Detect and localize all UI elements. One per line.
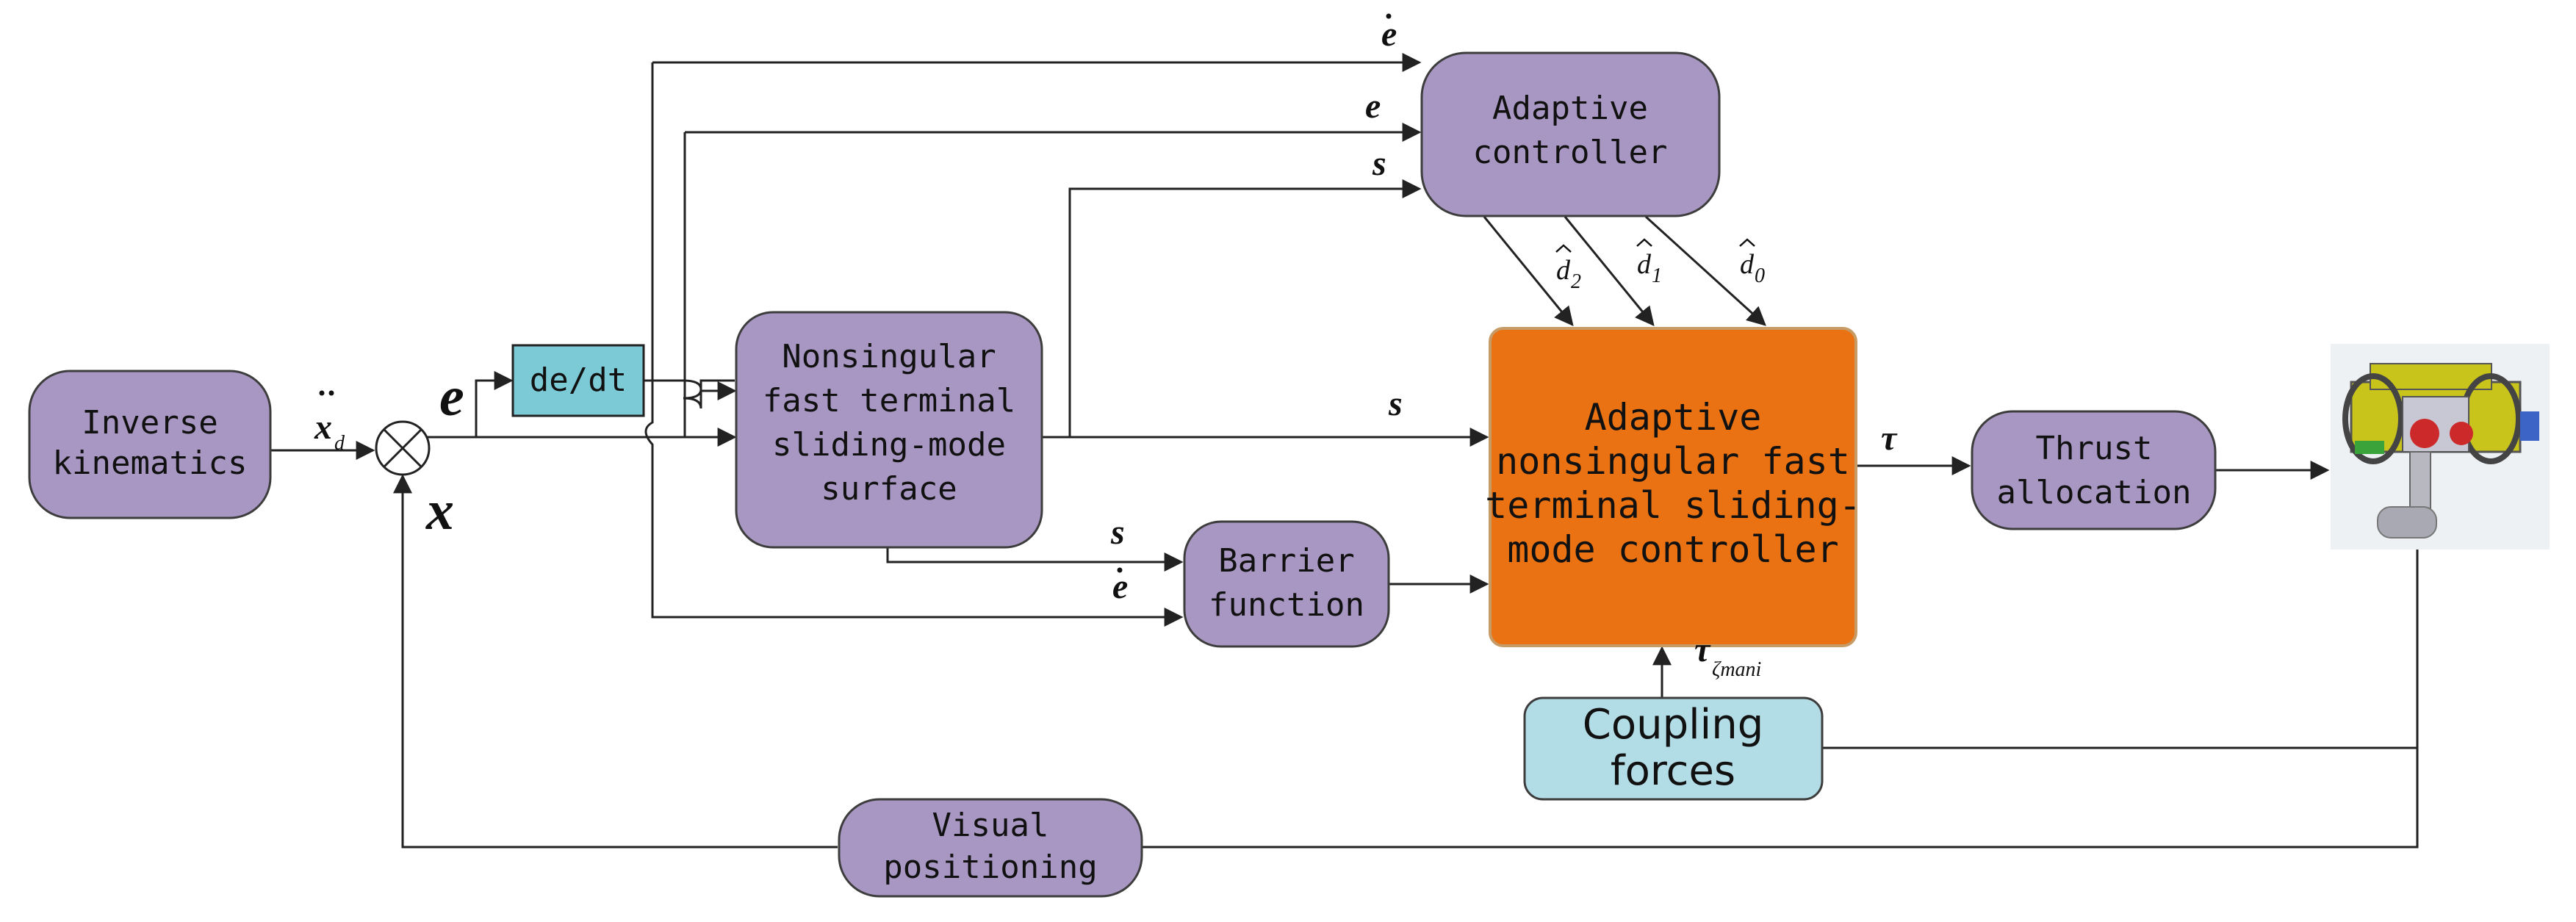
signal-d2-label: d	[1556, 255, 1571, 286]
barrier-function-line-1: Barrier	[1218, 542, 1354, 580]
wire-feedback-sum	[393, 474, 838, 849]
signal-d2-subscript: 2	[1571, 270, 1581, 293]
visual-positioning-line-1: Visual	[932, 807, 1049, 844]
visual-positioning-block: Visual positioning	[838, 798, 1143, 898]
signal-xd-label: x	[314, 408, 332, 447]
signal-tau: τ	[1881, 419, 1898, 458]
adaptive-controller-line-2: controller	[1473, 134, 1668, 171]
signal-d1-subscript: 1	[1652, 264, 1662, 287]
wire-derivative-out	[644, 379, 735, 409]
adaptive-controller-line-1: Adaptive	[1492, 90, 1648, 127]
nfts-surface-line-2: fast terminal	[763, 382, 1015, 419]
signal-tau-coupling: τ ζmani	[1694, 630, 1761, 681]
signal-xd: x d	[314, 390, 345, 455]
signal-d1: d 1	[1636, 238, 1662, 287]
signal-tau-coupling-subscript: ζmani	[1712, 658, 1761, 681]
coupling-forces-block: Coupling forces	[1523, 696, 1824, 801]
signal-s-top: s	[1372, 144, 1386, 183]
main-controller-line-3: terminal sliding-	[1485, 484, 1861, 527]
signal-d0: d 0	[1739, 238, 1765, 287]
derivative-label: de/dt	[530, 361, 627, 399]
signal-edot-barrier-label: e	[1112, 567, 1128, 606]
derivative-block: de/dt	[511, 344, 645, 417]
signal-edot-top: e	[1381, 13, 1397, 54]
main-controller-line-1: Adaptive	[1585, 396, 1762, 439]
inverse-kinematics-block: Inverse kinematics	[28, 370, 272, 519]
wires	[270, 53, 2419, 849]
signal-d0-label: d	[1740, 249, 1755, 280]
wire-d0	[1644, 215, 1766, 326]
coupling-forces-line-2: forces	[1611, 747, 1735, 795]
wire-feedback-visual	[1142, 748, 2419, 849]
wire-s-barrier	[886, 542, 1184, 572]
nfts-surface-line-3: sliding-mode	[772, 426, 1006, 464]
signal-xd-subscript: d	[334, 432, 345, 455]
signal-s-middle: s	[1388, 384, 1403, 423]
barrier-function-line-2: function	[1209, 586, 1364, 624]
barrier-function-block: Barrier function	[1183, 520, 1390, 648]
nfts-surface-block: Nonsingular fast terminal sliding-mode s…	[735, 311, 1043, 549]
signal-x-feedback: x	[425, 480, 454, 541]
main-controller-block: Adaptive nonsingular fast terminal slidi…	[1485, 327, 1861, 647]
inverse-kinematics-line-1: Inverse	[82, 404, 217, 442]
coupling-forces-line-1: Coupling	[1583, 701, 1764, 749]
signal-d2: d 2	[1555, 244, 1581, 293]
signal-edot-top-label: e	[1381, 15, 1397, 54]
wire-e-derivative	[475, 371, 514, 437]
visual-positioning-line-2: positioning	[883, 849, 1097, 886]
wire-vehicle-coupling	[1822, 550, 2419, 749]
signal-e-junction: e	[439, 366, 464, 428]
signal-tau-coupling-label: τ	[1694, 630, 1711, 669]
signal-edot-barrier: e	[1112, 567, 1128, 606]
signal-d0-subscript: 0	[1755, 264, 1765, 287]
nfts-surface-line-4: surface	[821, 470, 957, 508]
summing-junction-icon	[375, 420, 431, 476]
signal-d1-label: d	[1637, 249, 1652, 280]
wire-d1	[1564, 216, 1655, 327]
adaptive-controller-block: Adaptive controller	[1420, 51, 1721, 217]
main-controller-line-4: mode controller	[1507, 528, 1839, 571]
inverse-kinematics-line-2: kinematics	[53, 444, 248, 482]
wire-edot-bus	[644, 62, 1184, 627]
thrust-allocation-line-2: allocation	[1997, 474, 2192, 511]
underwater-vehicle-icon	[2331, 344, 2550, 550]
thrust-allocation-block: Thrust allocation	[1971, 410, 2217, 530]
wire-s-adaptive	[1068, 179, 1422, 437]
main-controller-line-2: nonsingular fast	[1496, 440, 1850, 483]
wire-d2	[1483, 216, 1574, 327]
nfts-surface-line-1: Nonsingular	[782, 338, 996, 375]
thrust-allocation-line-1: Thrust	[2036, 430, 2153, 467]
signal-s-barrier: s	[1110, 513, 1125, 552]
signal-e-top: e	[1365, 87, 1381, 126]
